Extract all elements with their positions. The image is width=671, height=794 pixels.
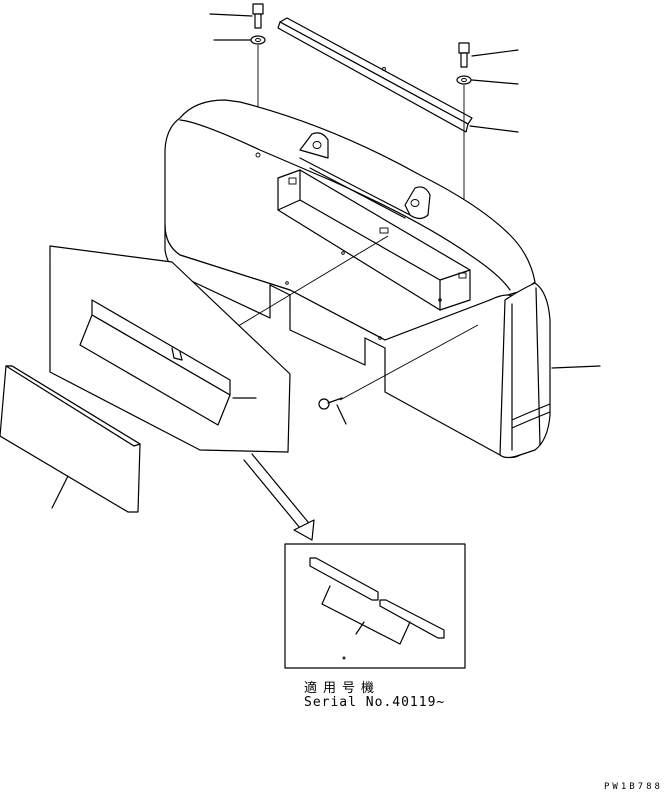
serial-number-label: Serial No.40119~ (304, 695, 446, 710)
washer-right-icon (456, 75, 519, 85)
bolt-right-icon (458, 42, 519, 68)
detail-box (284, 543, 466, 669)
bracket-plate (49, 245, 291, 453)
bolt-left-icon (209, 3, 264, 29)
detail-arrow-icon (243, 453, 315, 541)
top-plate (277, 17, 519, 133)
screw-icon (318, 397, 347, 425)
washer-left-icon (213, 35, 266, 45)
leader-screw-to-body (339, 324, 479, 401)
applicable-models-label: 適用号機 (304, 681, 381, 696)
drawing-code-label: PW1B788 (604, 782, 663, 792)
counterweight-body (164, 99, 601, 459)
sticker-plate (0, 365, 141, 513)
